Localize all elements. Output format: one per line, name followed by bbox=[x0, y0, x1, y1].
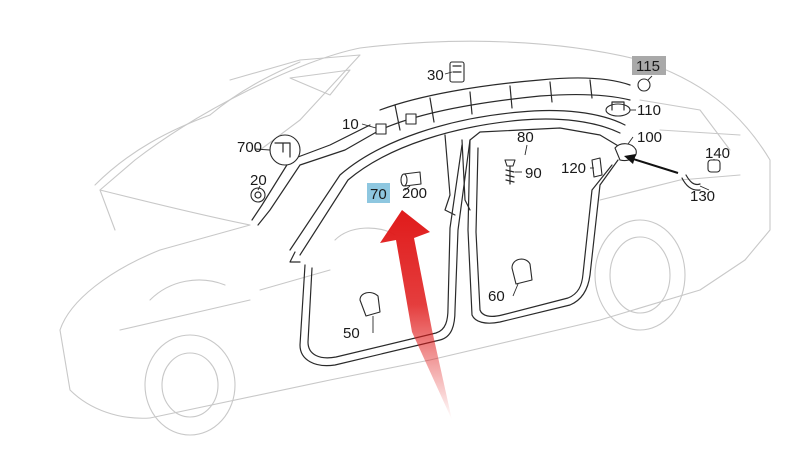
clip-60-icon bbox=[511, 258, 533, 285]
label-30: 30 bbox=[427, 67, 444, 84]
small-parts bbox=[250, 61, 721, 317]
clip-50-icon bbox=[359, 291, 381, 317]
label-70-highlight bbox=[367, 183, 390, 203]
label-50: 50 bbox=[343, 325, 360, 342]
screw-90-icon bbox=[504, 159, 516, 167]
label-130: 130 bbox=[690, 188, 715, 205]
screw-115-icon bbox=[637, 78, 651, 92]
hose-130-icon bbox=[685, 174, 701, 186]
pointer-arrow-100 bbox=[624, 154, 679, 174]
label-80: 80 bbox=[517, 129, 534, 146]
label-200: 200 bbox=[402, 185, 427, 202]
leader-lines bbox=[254, 71, 715, 333]
label-140: 140 bbox=[705, 145, 730, 162]
clip-120-icon bbox=[591, 157, 603, 178]
label-90: 90 bbox=[525, 165, 542, 182]
red-highlight-arrow bbox=[380, 210, 452, 420]
strip-bolt-icon bbox=[405, 113, 417, 125]
label-20: 20 bbox=[250, 172, 267, 189]
label-700: 700 bbox=[237, 139, 262, 156]
label-100: 100 bbox=[637, 129, 662, 146]
door-seals bbox=[299, 127, 626, 367]
label-110: 110 bbox=[637, 102, 661, 119]
bracket-700-icon bbox=[269, 134, 301, 166]
label-115-highlight bbox=[632, 56, 666, 75]
strip-bolt-icon bbox=[375, 123, 387, 135]
cap-110-icon bbox=[605, 103, 631, 117]
clip-20-icon bbox=[250, 187, 266, 203]
label-115: 115 bbox=[636, 58, 660, 75]
label-60: 60 bbox=[488, 288, 505, 305]
label-120: 120 bbox=[561, 160, 586, 177]
label-10: 10 bbox=[342, 116, 359, 133]
label-70: 70 bbox=[370, 186, 387, 203]
car-body-outline bbox=[59, 40, 771, 436]
